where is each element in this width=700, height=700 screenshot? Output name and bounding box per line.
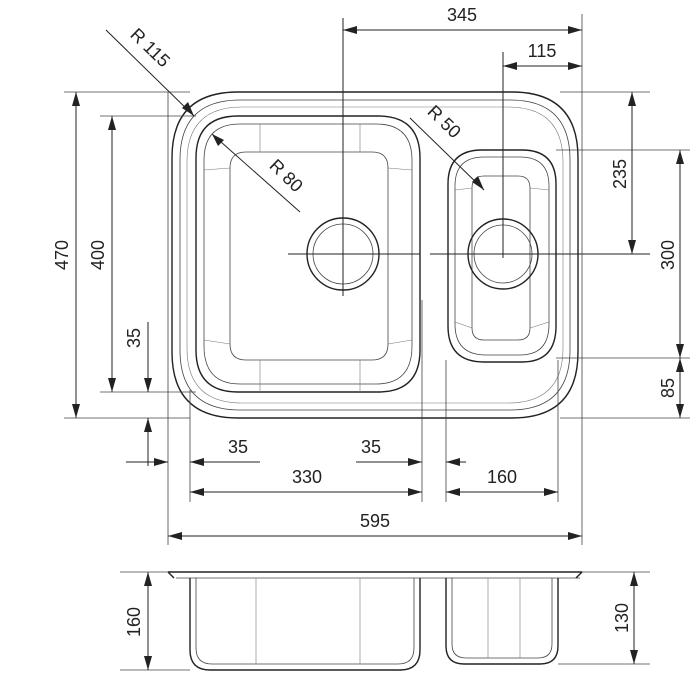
dim-bowl-gap: 35 bbox=[361, 437, 381, 457]
dim-main-bowl-radius: R 80 bbox=[266, 155, 307, 196]
dim-main-bowl-height: 160 bbox=[124, 607, 144, 637]
dim-total-depth: 470 bbox=[52, 240, 72, 270]
dim-left-offset: 35 bbox=[228, 437, 248, 457]
dim-bottom-offset-left: 35 bbox=[124, 328, 144, 348]
dim-small-bowl-height: 130 bbox=[612, 603, 632, 633]
sink-top-view bbox=[171, 18, 650, 419]
dim-small-bowl-depth: 300 bbox=[658, 240, 678, 270]
sink-side-view bbox=[167, 571, 583, 671]
small-bowl-floor bbox=[471, 175, 531, 341]
main-bowl-floor bbox=[229, 151, 389, 361]
dim-main-bowl-depth: 400 bbox=[88, 240, 108, 270]
dim-small-bowl-bottom-offset: 85 bbox=[658, 378, 678, 398]
dim-main-drain-offset: 345 bbox=[447, 5, 477, 25]
small-bowl-outline bbox=[447, 149, 557, 363]
sink-rim-inner-line bbox=[179, 99, 571, 411]
dim-small-bowl-radius: R 50 bbox=[424, 101, 465, 142]
dim-small-drain-from-top: 235 bbox=[610, 159, 630, 189]
dimensions: 595 330 160 35 35 345 115 bbox=[52, 5, 690, 671]
sink-rim-edge bbox=[186, 106, 564, 404]
dim-small-drain-offset: 115 bbox=[528, 41, 557, 61]
sink-outer-rim bbox=[171, 91, 579, 419]
dim-outer-radius: R 115 bbox=[126, 24, 173, 71]
side-small-bowl bbox=[445, 578, 559, 665]
side-main-bowl bbox=[189, 578, 421, 671]
dim-total-width: 595 bbox=[360, 511, 390, 531]
main-bowl-outline bbox=[195, 115, 421, 393]
small-bowl-inner-edge bbox=[454, 156, 550, 356]
dim-main-bowl-width: 330 bbox=[292, 467, 322, 487]
dim-small-bowl-width: 160 bbox=[487, 467, 517, 487]
main-bowl-inner-edge bbox=[203, 123, 413, 385]
